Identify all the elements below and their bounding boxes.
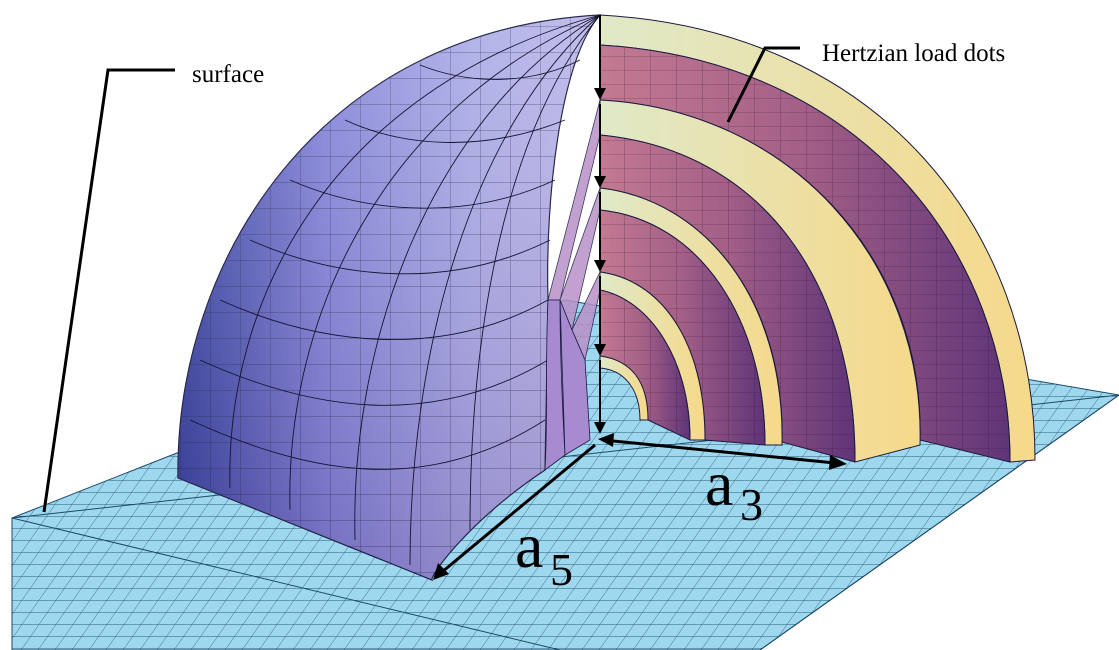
a5-arrow-line bbox=[441, 443, 596, 574]
a3-label-base: a bbox=[705, 448, 733, 519]
a3-label-subscript: 3 bbox=[740, 479, 763, 530]
hertzian-load-dots-label: Hertzian load dots bbox=[822, 40, 1005, 67]
a3-label: a 3 bbox=[705, 448, 763, 530]
surface-label: surface bbox=[192, 61, 264, 88]
load-arrowhead-5 bbox=[594, 422, 606, 434]
a5-label-base: a bbox=[515, 510, 543, 581]
hertzian-leader-line bbox=[726, 46, 800, 123]
load-arrowhead-4 bbox=[594, 344, 606, 356]
shell-5 bbox=[599, 355, 649, 421]
load-arrowhead-1 bbox=[594, 88, 606, 100]
load-arrowhead-2 bbox=[594, 176, 606, 188]
a5-label-subscript: 5 bbox=[550, 544, 573, 595]
load-arrowhead-3 bbox=[594, 260, 606, 272]
a3-arrowtail bbox=[598, 433, 614, 447]
inner-walls-left bbox=[544, 299, 591, 471]
a3-arrowhead bbox=[829, 455, 847, 470]
shell-4 bbox=[599, 271, 706, 441]
load-arrows bbox=[594, 15, 606, 434]
a5-arrowhead bbox=[433, 563, 449, 580]
radius-arrows bbox=[433, 433, 847, 580]
a3-arrow-line bbox=[602, 438, 836, 465]
outer-dome bbox=[177, 14, 602, 582]
surface-leader-line bbox=[42, 68, 175, 513]
shell-3 bbox=[599, 187, 783, 446]
shell-1 bbox=[599, 14, 1036, 463]
a5-label: a 5 bbox=[515, 510, 573, 595]
nested-shells bbox=[544, 14, 1036, 471]
